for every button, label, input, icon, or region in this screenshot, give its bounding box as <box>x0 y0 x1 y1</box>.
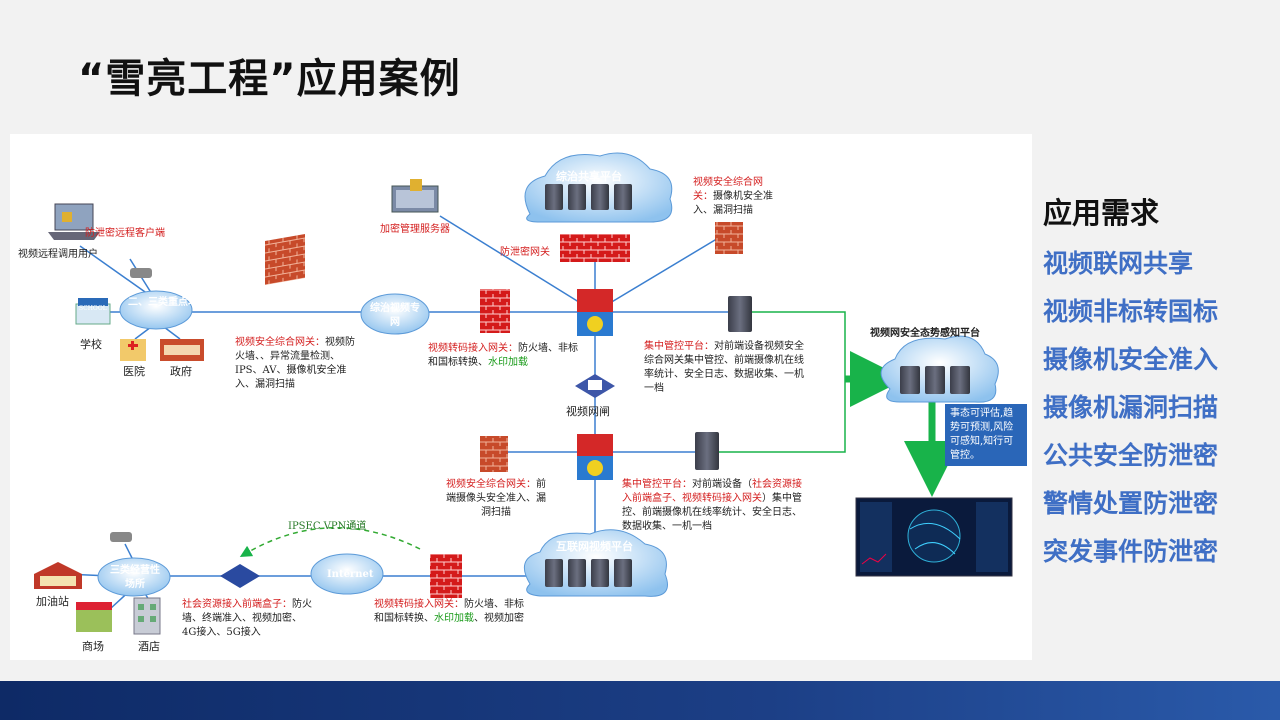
cloud-internet <box>310 553 384 595</box>
control1-title: 集中管控平台： <box>644 341 714 352</box>
gateway1-body: 视频防火墙、、异常流量检测、IPS、AV、摄像机安全准入、漏洞扫描 <box>235 337 355 390</box>
gas-station-label: 加油站 <box>36 595 69 608</box>
firewall-icon <box>480 436 508 472</box>
transcode1-text: 视频转码接入网关：防火墙、非标和国标转换、水印加载 <box>428 342 578 370</box>
mall-label: 商场 <box>82 640 104 653</box>
camera-icon <box>110 268 152 542</box>
box-body: 防火墙、终端准入、视频加密、4G接入、5G接入 <box>182 599 312 638</box>
encrypt-server-icon <box>391 179 439 213</box>
gateway1-text: 视频安全综合网关：视频防火墙、、异常流量检测、IPS、AV、摄像机安全准入、漏洞… <box>235 336 363 392</box>
gateway2-body: 摄像机安全准入、漏洞扫描 <box>693 191 773 216</box>
hospital-icon <box>120 339 146 361</box>
requirement-item: 视频非标转国标 <box>1043 297 1219 326</box>
laptop-icon <box>48 203 100 240</box>
transcode2-text: 视频转码接入网关：防火墙、非标和国标转换、水印加载、视频加密 <box>374 598 524 626</box>
requirement-item: 摄像机安全准入 <box>1043 345 1219 374</box>
school-icon <box>75 298 111 325</box>
transcode2-title: 视频转码接入网关： <box>374 599 464 610</box>
hospital-label: 医院 <box>123 365 145 378</box>
transcode1-title: 视频转码接入网关： <box>428 343 518 354</box>
requirement-item: 摄像机漏洞扫描 <box>1043 393 1219 422</box>
awareness-platform-label: 视频网安全态势感知平台 <box>870 328 980 339</box>
video-gate-icon <box>575 374 615 398</box>
mall-icon <box>76 602 112 632</box>
encrypt-server-label: 加密管理服务器 <box>380 224 450 235</box>
footer-bar <box>0 681 1280 720</box>
key-sites-label: 二、三类重点场所 <box>128 297 208 308</box>
vpn-tunnel-arc <box>239 527 421 558</box>
box-title: 社会资源接入前端盒子： <box>182 599 292 610</box>
control2-text: 集中管控平台：对前端设备（社会资源接入前端盒子、视频转码接入网关）集中管控、前端… <box>622 478 804 534</box>
control1-body: 对前端设备视频安全综合网关集中管控、前端摄像机在线率统计、安全日志、数据收集、一… <box>644 341 804 394</box>
school-label: 学校 <box>80 338 102 351</box>
requirement-item: 警情处置防泄密 <box>1043 489 1219 518</box>
requirement-item: 视频联网共享 <box>1043 249 1194 278</box>
video-gate-label: 视频网闸 <box>566 405 610 418</box>
transcode1-watermark: 水印加载 <box>488 357 528 368</box>
firewall-icon <box>480 289 510 333</box>
government-icon <box>160 339 204 361</box>
gas-station-icon <box>34 562 82 589</box>
core-switch-icon <box>577 434 613 480</box>
control1-text: 集中管控平台：对前端设备视频安全综合网关集中管控、前端摄像机在线率统计、安全日志… <box>644 340 812 396</box>
hotel-label: 酒店 <box>138 640 160 653</box>
private-net-label: 综治视频专网 <box>370 303 420 328</box>
requirements-heading: 应用需求 <box>1043 196 1160 230</box>
firewall-icon <box>430 554 462 598</box>
remote-user-label: 视频远程调用用户 <box>18 249 98 260</box>
control2-body-a: 对前端设备（ <box>692 479 752 490</box>
control2-title: 集中管控平台： <box>622 479 692 490</box>
gateway2-text: 视频安全综合网关：摄像机安全准入、漏洞扫描 <box>693 176 773 218</box>
gateway1-title: 视频安全综合网关： <box>235 337 325 348</box>
school-sign-label: SCHOOL <box>79 305 107 312</box>
third-sites-label: 三类经营性场所 <box>110 565 160 590</box>
page-title: “雪亮工程”应用案例 <box>78 56 461 102</box>
internet-label: Internet <box>327 569 374 580</box>
router-icon <box>220 564 260 588</box>
network-diagram: 防泄密远程客户端 视频远程调用用户 二、三类重点场所 SCHOOL 学校 医院 … <box>10 134 1032 660</box>
hotel-icon <box>133 597 161 635</box>
server-icons <box>545 184 970 587</box>
requirement-item: 突发事件防泄密 <box>1043 537 1219 566</box>
government-label: 政府 <box>170 365 192 378</box>
firewall-icon <box>265 233 305 286</box>
transcode2-body: 防火墙、非标和国标转换、 <box>374 599 524 624</box>
box-text: 社会资源接入前端盒子：防火墙、终端准入、视频加密、4G接入、5G接入 <box>182 598 312 640</box>
cloud-key-sites <box>119 290 193 330</box>
transcode1-body: 防火墙、非标和国标转换、 <box>428 343 578 368</box>
requirement-item: 公共安全防泄密 <box>1043 441 1219 470</box>
vpn-label: IPSEC VPN通道 <box>288 521 367 532</box>
cloud-third-sites <box>97 557 171 597</box>
gateway3-body: 前端摄像头安全准入、漏洞扫描 <box>446 479 546 518</box>
leak-gateway-icon <box>560 234 630 262</box>
gateway3-text: 视频安全综合网关：前端摄像头安全准入、漏洞扫描 <box>442 478 550 520</box>
cloud-private-net <box>360 293 430 335</box>
core-switch-icon <box>577 289 613 336</box>
remote-client-label: 防泄密远程客户端 <box>85 228 165 239</box>
internet-platform-label: 互联网视频平台 <box>556 540 633 553</box>
control2-red: 社会资源接入前端盒子、视频转码接入网关 <box>622 479 802 504</box>
share-platform-label: 综治共享平台 <box>556 170 622 183</box>
gateway3-title: 视频安全综合网关： <box>446 479 536 490</box>
leak-gateway-label: 防泄密网关 <box>500 247 550 258</box>
diagram-canvas <box>34 152 1013 635</box>
dashboard-screen <box>855 497 1013 577</box>
firewall-icon <box>715 222 743 254</box>
control2-body-b: ）集中管控、前端摄像机在线率统计、安全日志、数据收集、一机一档 <box>622 493 802 532</box>
transcode2-watermark: 水印加载 <box>434 613 474 624</box>
transcode2-tail: 、视频加密 <box>474 613 524 624</box>
gateway2-title: 视频安全综合网关： <box>693 177 763 202</box>
awareness-note: 事态可评估,趋势可预测,风险可感知,知行可管控。 <box>945 404 1027 466</box>
